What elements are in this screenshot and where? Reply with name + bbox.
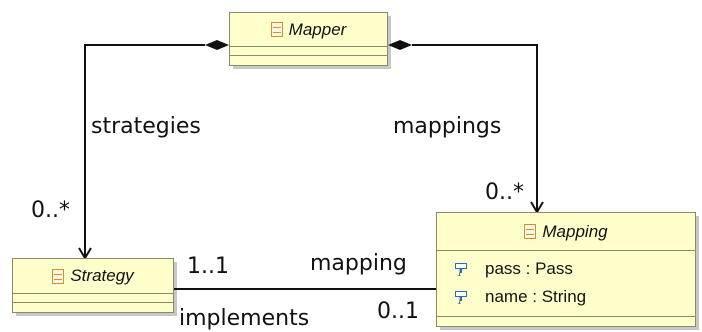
class-name: Mapper bbox=[288, 19, 347, 39]
edge-mapper-strategy bbox=[84, 44, 205, 258]
attributes-compartment bbox=[230, 47, 387, 56]
class-header: Mapper bbox=[230, 13, 387, 47]
attributes-compartment bbox=[13, 294, 173, 303]
composition-diamond-right bbox=[388, 40, 412, 50]
class-strategy[interactable]: Strategy bbox=[12, 258, 177, 316]
multiplicity-strategy-end: 0..1 bbox=[377, 299, 419, 324]
class-name: Mapping bbox=[542, 221, 608, 241]
multiplicity-mapping: 0..* bbox=[485, 180, 524, 205]
role-label-strategies: strategies bbox=[91, 114, 201, 139]
class-mapper[interactable]: Mapper bbox=[229, 12, 391, 69]
attribute-icon: 1 bbox=[455, 289, 469, 307]
role-label-mappings: mappings bbox=[393, 114, 502, 139]
operations-compartment bbox=[13, 303, 173, 312]
operations-compartment bbox=[230, 56, 387, 65]
class-icon bbox=[52, 268, 65, 284]
attribute-text: pass : Pass bbox=[485, 259, 573, 278]
multiplicity-strategy: 0..* bbox=[31, 198, 70, 223]
role-label-mapping: mapping bbox=[310, 251, 407, 276]
operations-compartment bbox=[437, 317, 695, 326]
class-name: Strategy bbox=[70, 266, 134, 285]
attribute-text: name : String bbox=[485, 287, 587, 306]
class-icon bbox=[524, 224, 537, 239]
class-mapping[interactable]: Mapping 1 pass : Pass 1 name : String bbox=[436, 212, 699, 330]
attribute-row[interactable]: 1 pass : Pass bbox=[437, 255, 695, 283]
composition-diamond-left bbox=[205, 40, 229, 50]
attributes-compartment: 1 pass : Pass 1 name : String bbox=[437, 251, 695, 317]
class-header: Strategy bbox=[13, 259, 173, 294]
attribute-row[interactable]: 1 name : String bbox=[437, 283, 695, 311]
role-label-implements: implements bbox=[179, 306, 310, 331]
edge-mapper-mapping bbox=[412, 44, 538, 212]
class-icon bbox=[270, 22, 283, 37]
attribute-icon: 1 bbox=[455, 261, 469, 279]
multiplicity-mapping-end: 1..1 bbox=[187, 254, 229, 279]
class-header: Mapping bbox=[437, 213, 695, 251]
